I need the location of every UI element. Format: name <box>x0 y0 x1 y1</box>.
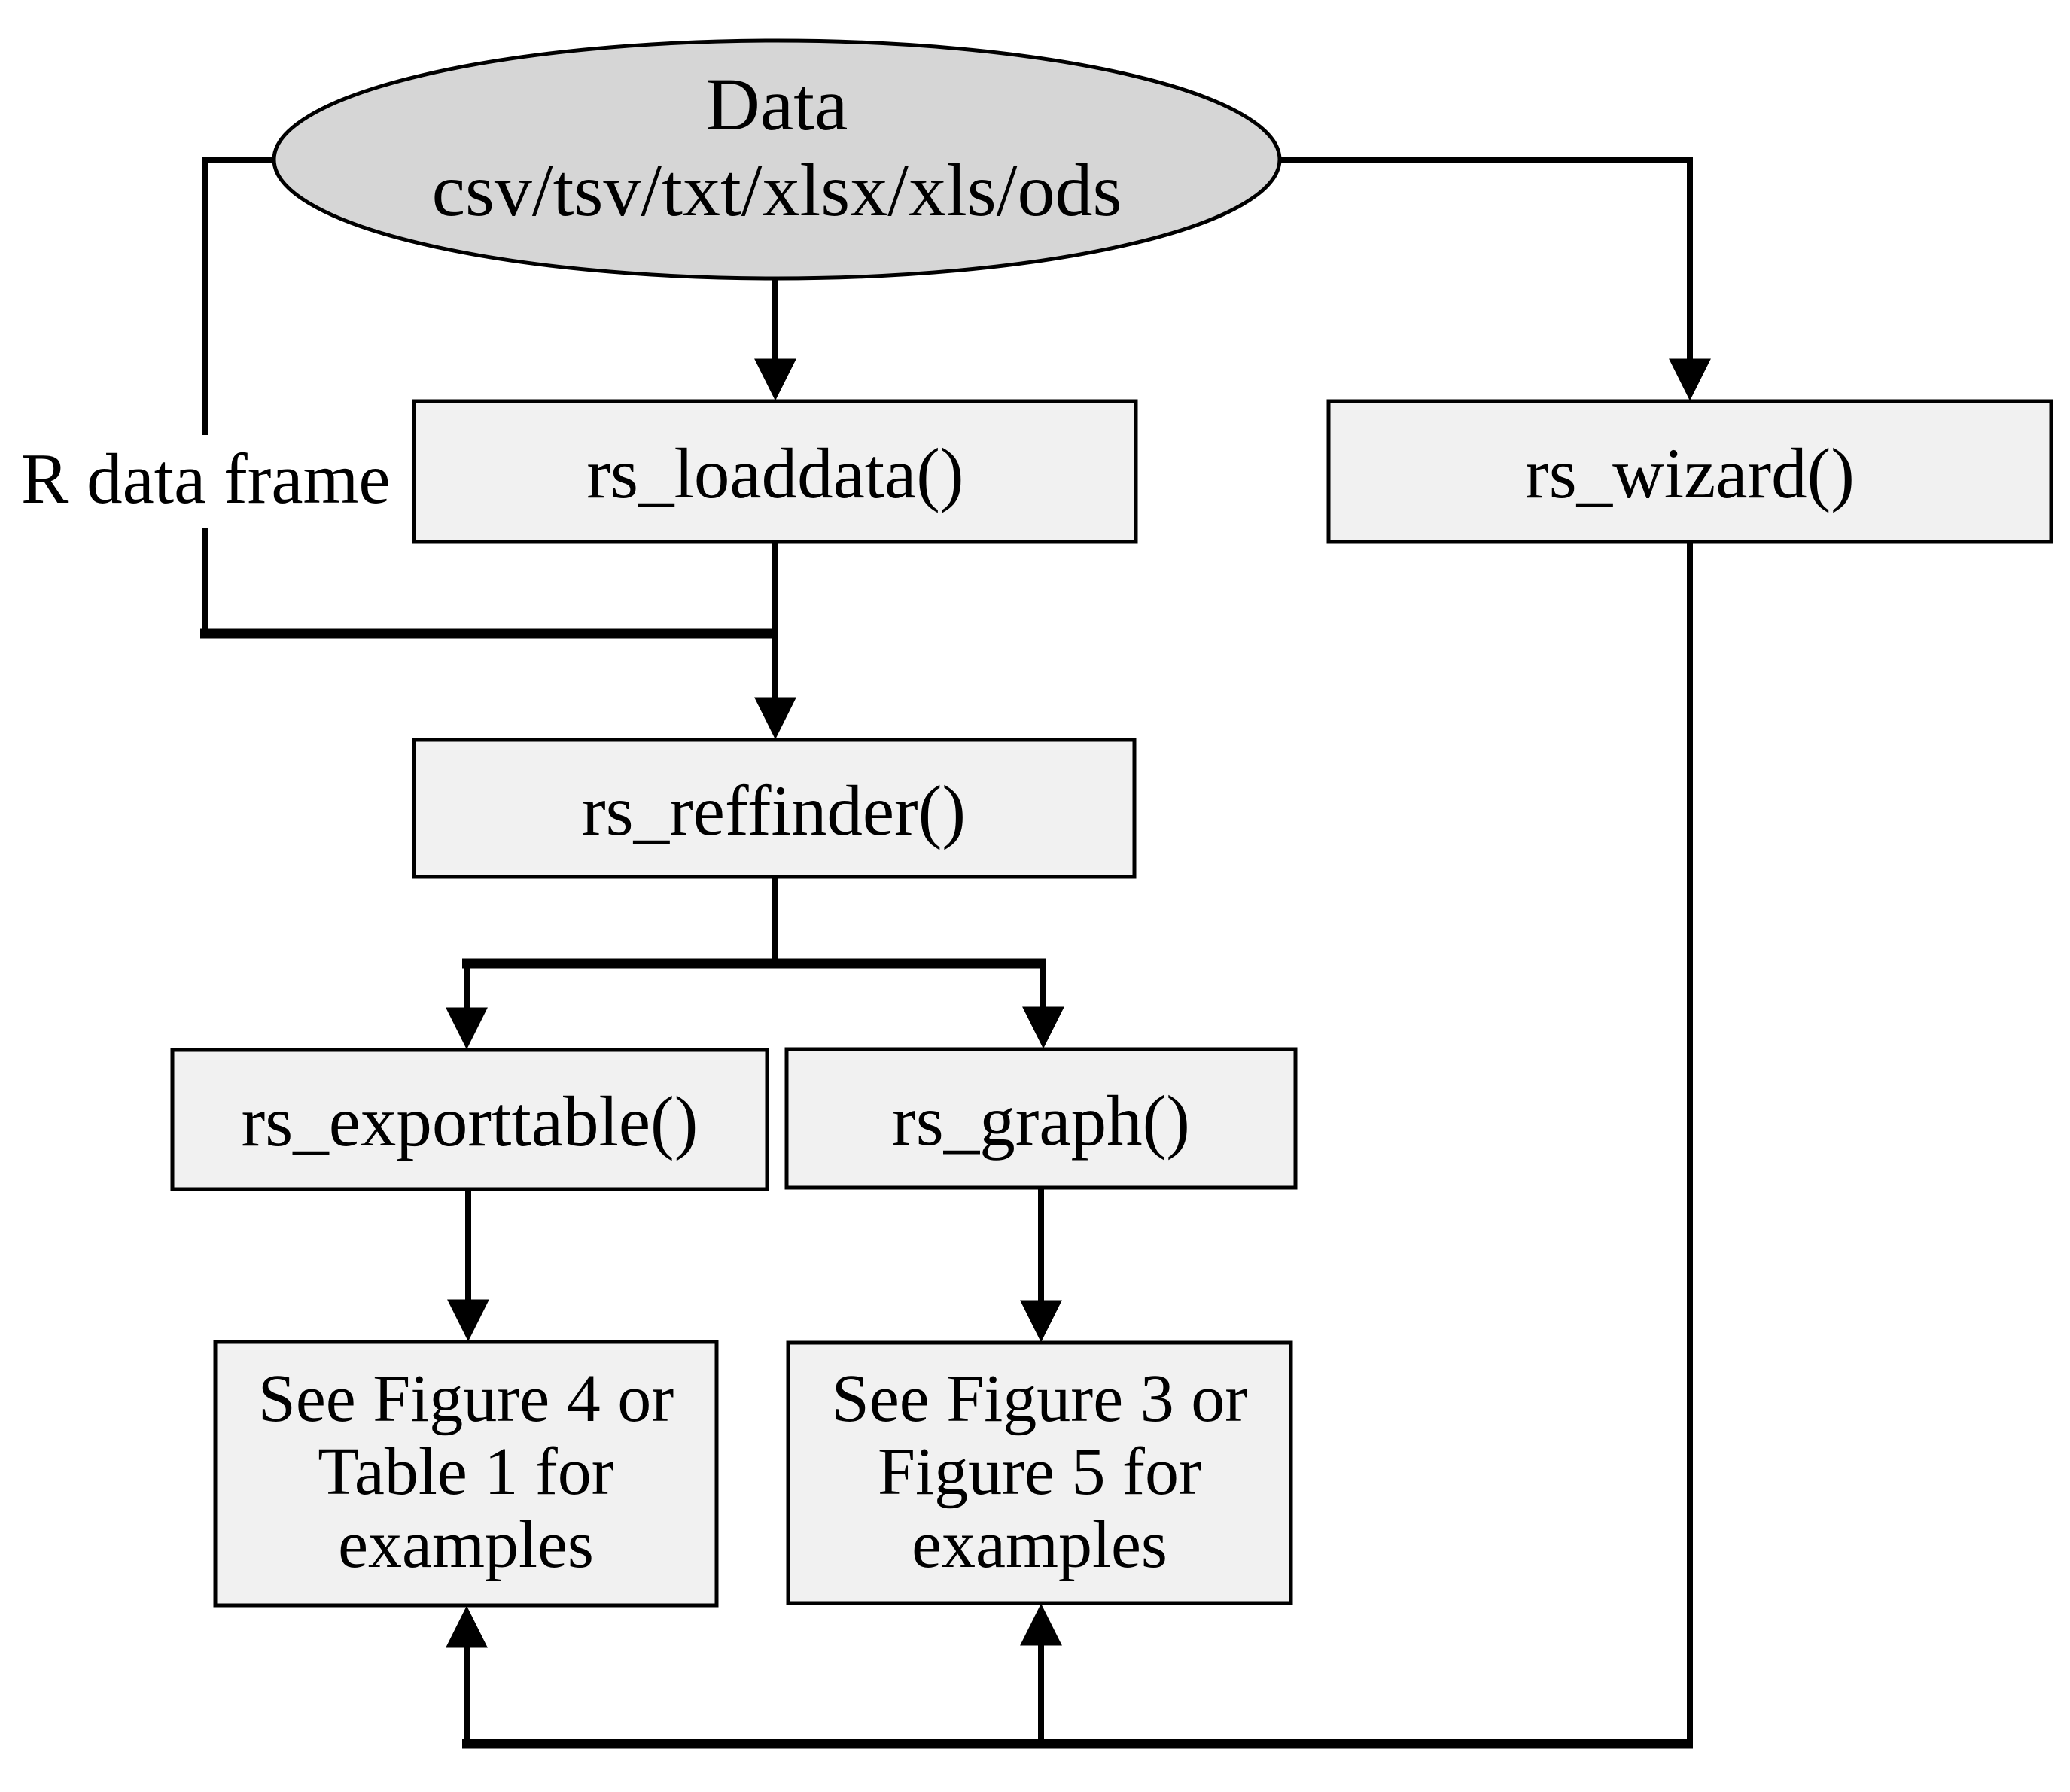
node-graph: rs_graph() <box>784 1047 1298 1190</box>
loaddata-box <box>412 399 1138 544</box>
node-data-source: Data csv/tsv/txt/xlsx/xls/ods <box>272 38 1282 281</box>
see-table-line1: See Figure 4 or <box>258 1361 674 1436</box>
r-data-frame-label: R data frame <box>21 439 391 519</box>
data-ellipse-formats: csv/tsv/txt/xlsx/xls/ods <box>432 148 1122 232</box>
wizard-label: rs_wizard() <box>1525 434 1855 513</box>
see-graph-box <box>786 1340 1293 1605</box>
node-wizard: rs_wizard() <box>1326 399 2053 544</box>
see-graph-line3: examples <box>912 1508 1167 1582</box>
see-graph-line1: See Figure 3 or <box>832 1361 1247 1436</box>
loaddata-label: rs_loaddata() <box>586 434 963 513</box>
node-see-table-examples: See Figure 4 or Table 1 for examples <box>213 1340 719 1608</box>
r-data-frame-label-group: R data frame <box>6 435 394 528</box>
nodes-layer: Data csv/tsv/txt/xlsx/xls/ods rs_loaddat… <box>6 38 2053 1608</box>
wizard-box <box>1326 399 2053 544</box>
see-table-box <box>213 1340 719 1608</box>
node-reffinder: rs_reffinder() <box>412 738 1137 879</box>
reffinder-box <box>412 738 1137 879</box>
edges-layer <box>200 157 1711 1749</box>
edge-loop-left <box>202 157 277 638</box>
see-graph-line2: Figure 5 for <box>878 1435 1201 1509</box>
r-data-frame-label-bg <box>6 435 394 528</box>
graph-label: rs_graph() <box>892 1081 1190 1161</box>
see-table-line3: examples <box>338 1508 594 1582</box>
node-exporttable: rs_exporttable() <box>170 1048 769 1191</box>
data-ellipse <box>272 38 1282 281</box>
see-table-line2: Table 1 for <box>318 1435 614 1509</box>
graph-box <box>784 1047 1298 1190</box>
reffinder-label: rs_reffinder() <box>582 771 966 850</box>
exporttable-label: rs_exporttable() <box>242 1082 699 1161</box>
node-see-graph-examples: See Figure 3 or Figure 5 for examples <box>786 1340 1293 1605</box>
exporttable-box <box>170 1048 769 1191</box>
data-ellipse-title: Data <box>706 62 848 146</box>
node-loaddata: rs_loaddata() <box>412 399 1138 544</box>
edge-data-to-wizard <box>1280 157 1711 401</box>
